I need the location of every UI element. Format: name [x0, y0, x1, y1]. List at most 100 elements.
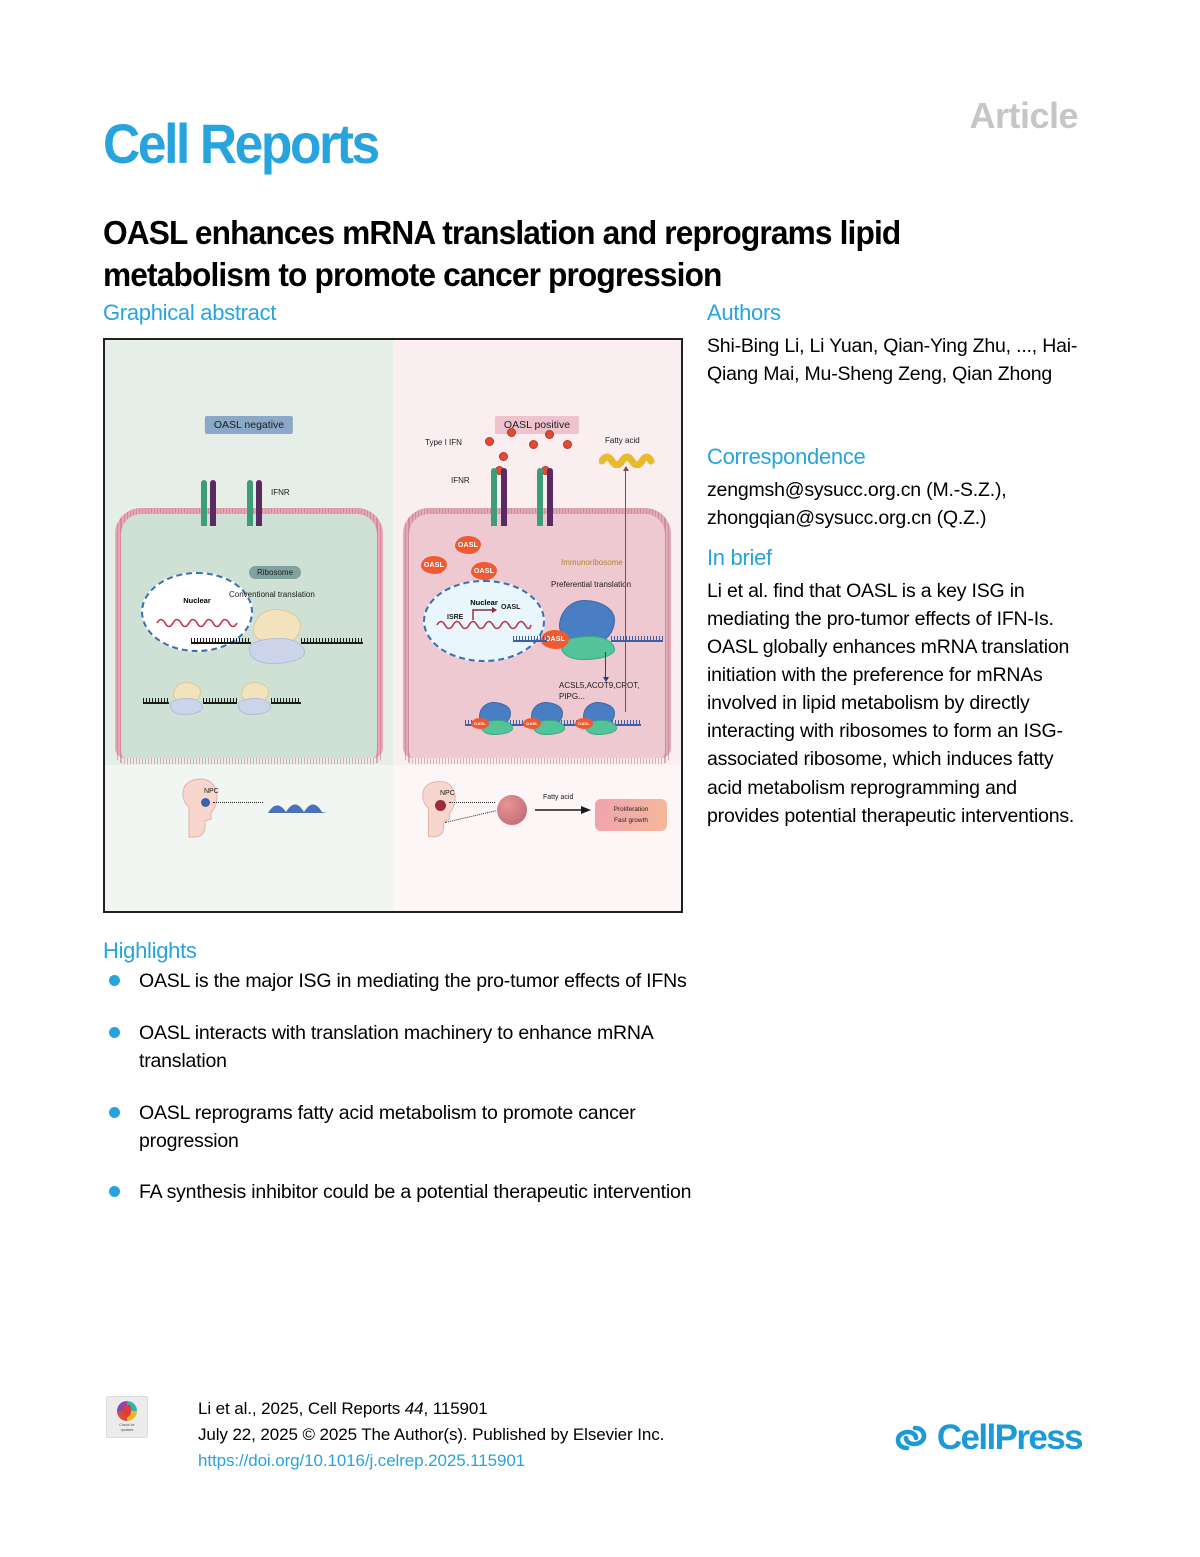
graphical-abstract-figure: OASL negative Nuclear Ribosome Conventio…	[103, 338, 683, 913]
ifnr-receptor-icon	[201, 480, 207, 526]
list-item: OASL interacts with translation machiner…	[103, 1020, 703, 1076]
authors-heading: Authors	[707, 300, 781, 325]
authors-text: Shi-Bing Li, Li Yuan, Qian-Ying Zhu, ...…	[707, 335, 1078, 386]
ribosome-small-subunit-icon	[561, 636, 615, 660]
correspondence-text[interactable]: zengmsh@sysucc.org.cn (M.-S.Z.), zhongqi…	[707, 479, 1007, 530]
mrna-strand-icon	[611, 636, 663, 642]
oasl-positive-title: OASL positive	[494, 416, 580, 434]
check-for-updates-line2: updates	[120, 1427, 134, 1432]
ga-left-lower-region	[105, 765, 393, 911]
outcome-fast-growth-label: Fast growth	[614, 816, 648, 824]
fatty-acid-export-arrow-icon	[621, 466, 630, 712]
list-item: OASL reprograms fatty acid metabolism to…	[103, 1100, 703, 1156]
bullet-icon	[109, 1026, 120, 1038]
ifn-ligand-icon	[529, 440, 538, 449]
outcome-box: Proliferation Fast growth	[595, 798, 667, 831]
doi-link[interactable]: https://doi.org/10.1016/j.celrep.2025.11…	[198, 1450, 526, 1470]
mrna-strand-icon	[143, 698, 169, 704]
transcription-arrow-icon	[472, 607, 497, 620]
graphical-abstract-heading: Graphical abstract	[103, 300, 277, 325]
npc-label-left: NPC	[204, 788, 219, 795]
oasl-protein-blob: OASL	[471, 718, 489, 729]
page-title: OASL enhances mRNA translation and repro…	[103, 214, 901, 294]
check-for-updates-badge[interactable]: Check for updates	[106, 1396, 148, 1438]
highlight-text: FA synthesis inhibitor could be a potent…	[139, 1181, 692, 1204]
highlight-text: OASL interacts with translation machiner…	[139, 1021, 653, 1072]
type-i-ifn-label: Type I IFN	[425, 438, 462, 447]
publisher-logo: CellPress	[894, 1418, 1084, 1458]
ribosome-small-subunit-icon	[249, 638, 305, 664]
patient-head-icon	[182, 778, 218, 838]
cell-membrane-right: OASL OASL OASL Nuclear ISRE OASL	[403, 508, 671, 764]
nucleus-right: Nuclear ISRE OASL	[423, 580, 545, 662]
oasl-protein-blob: OASL	[523, 718, 541, 729]
ga-panel-oasl-negative: OASL negative Nuclear Ribosome Conventio…	[105, 340, 393, 911]
ifn-ligand-icon	[507, 428, 516, 437]
outcome-proliferation-label: Proliferation	[613, 805, 649, 813]
mrna-strand-icon	[301, 638, 363, 644]
check-for-updates-line1: Check for	[119, 1422, 135, 1427]
ga-panel-oasl-positive: OASL positive OASL OASL OASL Nuclear ISR…	[393, 340, 681, 911]
publication-line: July 22, 2025 © 2025 The Author(s). Publ…	[198, 1424, 665, 1444]
npc-tumor-site-marker	[435, 800, 446, 811]
ifn-ligand-icon	[499, 452, 508, 461]
oasl-protein-blob: OASL	[455, 536, 481, 554]
ifnr-receptor-icon	[547, 468, 553, 526]
cellpress-mark-icon	[895, 1425, 927, 1451]
oasl-protein-blob: OASL	[541, 630, 569, 649]
ifnr-receptor-icon	[256, 480, 262, 526]
ribosome-tag-label: Ribosome	[249, 566, 302, 579]
ifn-ligand-icon	[563, 440, 572, 449]
crossmark-icon	[117, 1401, 137, 1422]
conventional-translation-label: Conventional translation	[229, 590, 315, 599]
oasl-protein-blob: OASL	[471, 562, 497, 580]
mrna-strand-icon	[203, 698, 237, 704]
citation-suffix: , 115901	[423, 1399, 488, 1418]
fatty-acid-flux-label: Fatty acid	[543, 794, 574, 801]
preferential-translation-label: Preferential translation	[551, 580, 632, 589]
rna-wave-icon	[436, 620, 532, 630]
citation-line: Li et al., 2025, Cell Reports 44, 115901	[198, 1396, 664, 1422]
fatty-acid-label: Fatty acid	[605, 436, 640, 445]
ribosome-small-subunit-icon	[238, 698, 271, 715]
correspondence-heading: Correspondence	[707, 444, 866, 469]
highlight-text: OASL reprograms fatty acid metabolism to…	[139, 1101, 636, 1152]
in-brief-heading: In brief	[707, 545, 772, 570]
nucleus-label: Nuclear	[183, 596, 211, 605]
bullet-icon	[109, 975, 120, 986]
list-item: FA synthesis inhibitor could be a potent…	[103, 1179, 703, 1207]
in-brief-section: In brief Li et al. find that OASL is a k…	[707, 545, 1079, 830]
nucleus-label: Nuclear	[470, 598, 498, 607]
mrna-strand-icon	[271, 698, 301, 704]
cellpress-wordmark: CellPress	[936, 1418, 1084, 1457]
ifnr-receptor-icon	[501, 468, 507, 526]
normal-tissue-icon	[268, 804, 327, 813]
mrna-strand-icon	[191, 638, 251, 644]
ifn-ligand-icon	[485, 437, 494, 446]
citation-volume: 44	[404, 1399, 424, 1418]
ifn-ligand-icon	[545, 430, 554, 439]
ribosome-small-subunit-icon	[170, 698, 203, 715]
highlights-heading: Highlights	[103, 938, 197, 963]
citation-prefix: Li et al., 2025, Cell Reports	[198, 1399, 405, 1418]
outcome-arrow-icon	[535, 806, 591, 814]
ifnr-label: IFNR	[271, 488, 290, 497]
oasl-protein-blob: OASL	[421, 556, 447, 574]
ifnr-receptor-icon	[210, 480, 216, 526]
tumor-icon	[497, 795, 527, 825]
bullet-icon	[109, 1186, 120, 1198]
tumor-pointer-line-upper	[449, 802, 495, 803]
ifnr-receptor-icon	[537, 468, 543, 526]
correspondence-section: Correspondence zengmsh@sysucc.org.cn (M.…	[707, 444, 1079, 532]
article-type-label: Article	[969, 95, 1078, 136]
rna-wave-icon	[156, 618, 238, 628]
list-item: OASL is the major ISG in mediating the p…	[103, 968, 703, 996]
target-genes-label: ACSL5,ACOT9,CROT, PIPG...	[559, 681, 640, 702]
ifnr-receptor-icon	[491, 468, 497, 526]
fatty-acid-icon	[599, 453, 655, 468]
immunoribosome-label: Immunoribosome	[561, 558, 623, 567]
oasl-negative-title: OASL negative	[204, 416, 294, 434]
oasl-protein-blob: OASL	[575, 718, 593, 729]
ifnr-receptor-icon	[247, 480, 253, 526]
cell-membrane-left: Nuclear Ribosome Conventional translatio…	[115, 508, 383, 764]
